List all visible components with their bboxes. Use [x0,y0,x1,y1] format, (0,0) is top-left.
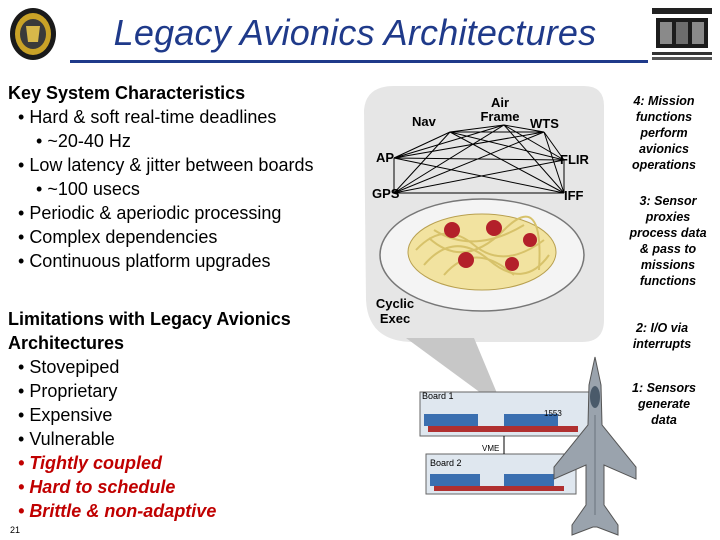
node-wts: WTS [530,116,559,131]
university-seal-logo [10,8,56,60]
bullet-item: • Low latency & jitter between boards [18,155,314,175]
bullet-item: • Proprietary [18,381,118,401]
bullet-item-emphasis: • Tightly coupled [18,453,162,473]
sub-bullet-item: • ~20-40 Hz [36,131,131,151]
sub-bullet-item: • ~100 usecs [36,179,140,199]
board-2-label: Board 2 [430,458,462,468]
node-flir: FLIR [560,152,589,167]
bullet-item: • Complex dependencies [18,227,218,247]
bullet-item: • Hard & soft real-time deadlines [18,107,277,127]
institute-logo [652,8,712,60]
bullet-item-emphasis: • Brittle & non-adaptive [18,501,217,521]
board-2-illustration [425,453,577,495]
board-1-illustration [419,391,591,437]
fighter-jet-illustration [553,356,637,536]
board-1-label: Board 1 [422,391,454,401]
bullet-item: • Periodic & aperiodic processing [18,203,282,223]
bullet-item: • Continuous platform upgrades [18,251,271,271]
node-iff: IFF [564,188,584,203]
page-number: 21 [10,525,21,535]
bullet-item-emphasis: • Hard to schedule [18,477,176,497]
bullet-item: • Stovepiped [18,357,120,377]
bus-1553-label: 1553 [544,409,562,418]
vme-label: VME [482,444,500,453]
slide-title: Legacy Avionics Architectures [113,12,597,53]
node-gps: GPS [372,186,400,201]
node-nav: Nav [412,114,436,129]
spaghetti-plate-illustration [379,198,585,312]
node-ap: AP [376,150,395,165]
characteristics-list: Key System Characteristics • Hard & soft… [8,82,353,273]
characteristics-heading: Key System Characteristics [8,83,246,103]
diagram-graphics [364,86,604,495]
bullet-item: • Expensive [18,405,113,425]
bullet-item: • Vulnerable [18,429,115,449]
title-underline [70,60,648,63]
interconnect-mesh [393,124,565,194]
